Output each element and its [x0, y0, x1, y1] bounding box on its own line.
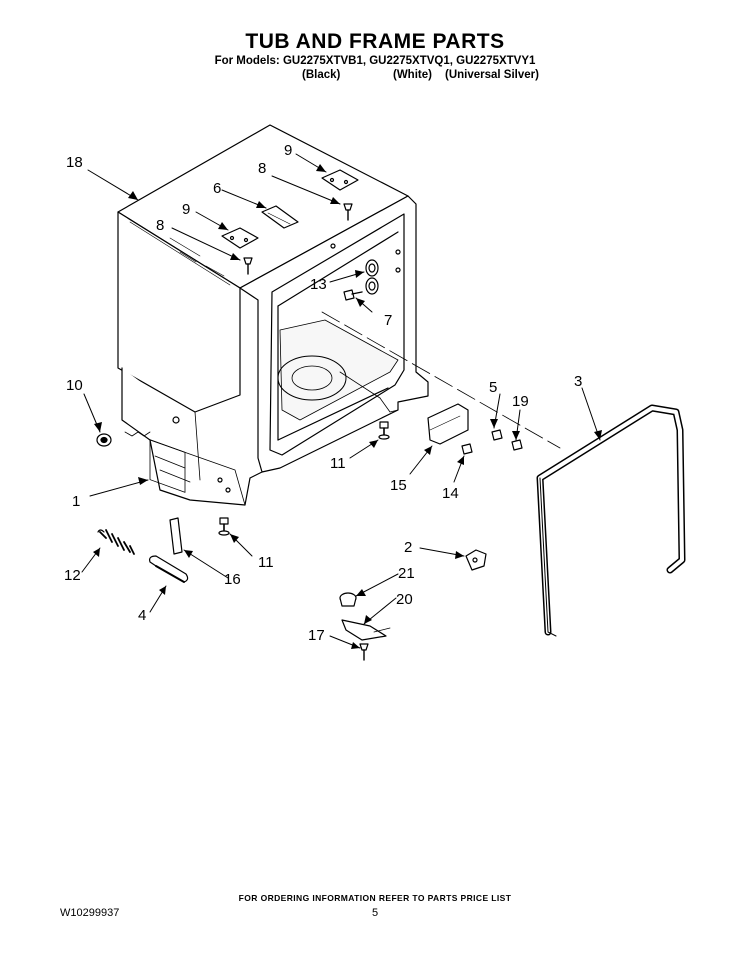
callout-19: 19	[512, 393, 529, 410]
callout-7: 7	[384, 312, 392, 329]
callout-11-left: 11	[258, 554, 274, 571]
callout-9-left: 9	[182, 201, 190, 218]
callout-labels: 18 9 8 6 9 8 13 7 10 1 11 5 19 3 15 14 1…	[64, 142, 582, 644]
callout-3: 3	[574, 373, 582, 390]
roller-13	[365, 259, 379, 295]
bracket-9-right	[321, 169, 359, 191]
page-number: 5	[371, 907, 379, 919]
callout-8-right: 8	[258, 160, 266, 177]
model-list: For Models: GU2275XTVB1, GU2275XTVQ1, GU…	[214, 55, 536, 67]
screw-14	[461, 443, 473, 455]
tub-assembly	[117, 124, 429, 506]
callout-13: 13	[310, 276, 327, 293]
callout-4: 4	[138, 607, 146, 624]
callout-14: 14	[442, 485, 459, 502]
callout-8-left: 8	[156, 217, 164, 234]
leader-arrowheads	[93, 164, 602, 649]
screw-7	[343, 289, 363, 301]
leg-11-right	[378, 421, 390, 440]
color-silver-label: (Universal Silver)	[445, 69, 539, 81]
callout-2: 2	[404, 539, 412, 556]
leg-11-left	[218, 517, 230, 536]
bracket-9-left	[221, 227, 259, 249]
bracket-20	[341, 619, 391, 641]
page-title: TUB AND FRAME PARTS	[245, 30, 505, 53]
pad-4	[149, 555, 189, 583]
callout-12: 12	[64, 567, 81, 584]
screw-8-left	[243, 257, 253, 275]
nut-10	[96, 433, 112, 447]
switch-21	[339, 592, 357, 607]
color-white-label: (White)	[393, 69, 432, 81]
callout-10: 10	[66, 377, 83, 394]
clip-2	[465, 549, 487, 571]
callout-15: 15	[390, 477, 407, 494]
callout-9-right: 9	[284, 142, 292, 159]
screw-8-right	[343, 203, 353, 221]
callout-11-right: 11	[330, 455, 346, 472]
callout-16: 16	[224, 571, 241, 588]
strip-16	[169, 517, 183, 555]
callout-1: 1	[72, 493, 80, 510]
screw-19	[511, 439, 523, 451]
callout-21: 21	[398, 565, 415, 582]
screw-17	[359, 643, 369, 661]
ordering-info: FOR ORDERING INFORMATION REFER TO PARTS …	[238, 893, 512, 903]
callout-18: 18	[66, 154, 83, 171]
document-number: W10299937	[60, 907, 120, 919]
callout-20: 20	[396, 591, 413, 608]
spring-12	[97, 529, 135, 555]
clip-6	[261, 205, 299, 229]
bracket-15	[427, 403, 469, 445]
gasket-3	[536, 404, 686, 637]
washer-5	[491, 429, 503, 441]
callout-17: 17	[308, 627, 325, 644]
color-black-label: (Black)	[302, 69, 341, 81]
callout-5: 5	[489, 379, 497, 396]
callout-6: 6	[213, 180, 221, 197]
